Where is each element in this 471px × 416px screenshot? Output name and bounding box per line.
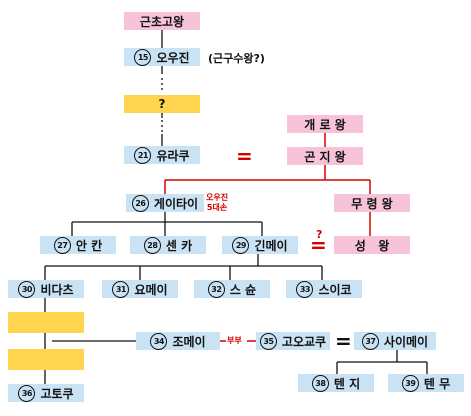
couple-label: 부부 [227, 336, 242, 345]
number-badge: 32 [207, 280, 225, 298]
number-badge: 21 [134, 146, 152, 164]
node-unknown-prince-1 [8, 312, 84, 333]
number-badge: 27 [53, 236, 71, 254]
number-badge: 35 [259, 332, 277, 350]
number-badge: 31 [112, 280, 130, 298]
number-badge: 26 [131, 194, 149, 212]
number-badge: 28 [143, 236, 161, 254]
node-unknown-prince-2 [8, 349, 84, 370]
node-unknown-ancestor: ? [124, 95, 200, 113]
number-badge: 15 [134, 48, 152, 66]
keitai-note: 오우진 5대손 [206, 193, 229, 212]
number-badge: 37 [361, 332, 379, 350]
number-badge: 34 [150, 332, 168, 350]
ojin-note: (근구수왕?) [208, 52, 265, 65]
node-seong: 성 왕 [334, 236, 410, 254]
node-muryeong: 무 령 왕 [334, 194, 410, 212]
number-badge: 36 [18, 384, 36, 402]
equal-sign: = [236, 144, 253, 168]
equal-sign-saimei: = [335, 329, 352, 353]
number-badge: 30 [18, 280, 36, 298]
node-geunchogo: 근초고왕 [124, 12, 200, 30]
number-badge: 33 [296, 280, 314, 298]
node-gonji: 곤 지 왕 [287, 147, 363, 165]
konji-lineage-lines [164, 133, 371, 342]
number-badge: 39 [401, 374, 419, 392]
number-badge: 29 [232, 236, 250, 254]
number-badge: 38 [311, 374, 329, 392]
equal-sign-question: = [310, 233, 327, 257]
question-mark: ? [316, 228, 323, 241]
node-gaero: 개 로 왕 [287, 115, 363, 133]
